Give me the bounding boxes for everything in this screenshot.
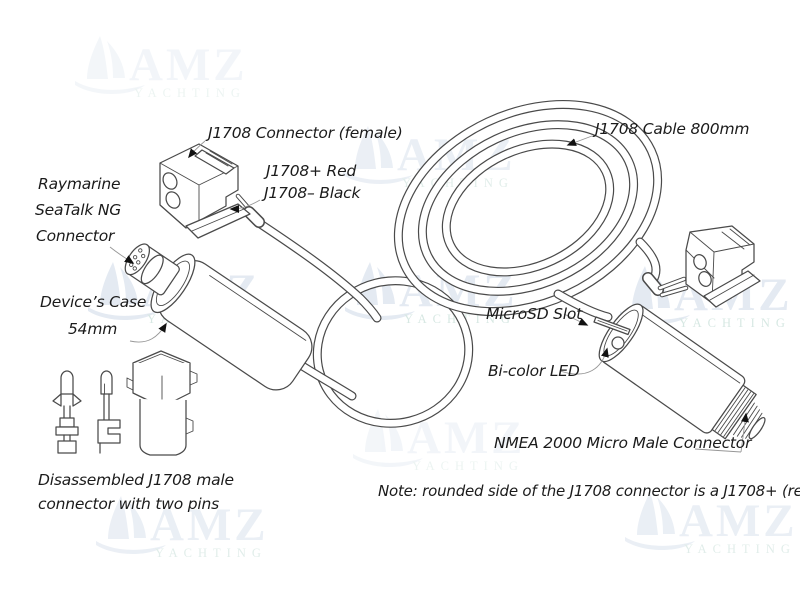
right-device-case [598, 303, 766, 440]
j1708-female-connector-right [642, 225, 761, 308]
leader-lines [109, 135, 749, 453]
label-nmea-connector: NMEA 2000 Micro Male Connector [494, 434, 753, 452]
microsd-slot [593, 316, 631, 336]
left-device-case [124, 243, 313, 391]
label-devices-case: Device’s Case [40, 293, 146, 311]
label-disassembled-line1: Disassembled J1708 male [38, 471, 234, 489]
note-text: Note: rounded side of the J1708 connecto… [378, 482, 800, 500]
left-cable-loop [251, 216, 474, 428]
label-j1708-connector-female: J1708 Connector (female) [205, 124, 403, 142]
label-raymarine: Raymarine [38, 175, 120, 193]
label-j1708-plus-red: J1708+ Red [263, 162, 356, 180]
pin-front-view [52, 370, 82, 454]
disassembled-connector-parts [52, 350, 198, 456]
label-seatalk-ng: SeaTalk NG [35, 201, 121, 219]
label-microsd-slot: MicroSD Slot [486, 305, 583, 323]
pin-side-view [97, 370, 121, 454]
label-case-length: 54mm [68, 320, 117, 338]
right-assembly [393, 99, 766, 440]
label-disassembled-line2: connector with two pins [38, 495, 219, 513]
label-bicolor-led: Bi-color LED [488, 362, 580, 380]
seatalk-ng-connector [124, 243, 180, 296]
label-j1708-minus-black: J1708– Black [261, 184, 361, 202]
left-assembly [124, 143, 474, 428]
label-seatalk-connector: Connector [36, 227, 116, 245]
j1708-female-connector [159, 143, 265, 239]
connector-housing [126, 350, 198, 456]
label-cable-length: J1708 Cable 800mm [592, 120, 749, 138]
bicolor-led [611, 336, 625, 350]
labels: J1708 Connector (female) J1708+ Red J170… [35, 120, 800, 513]
